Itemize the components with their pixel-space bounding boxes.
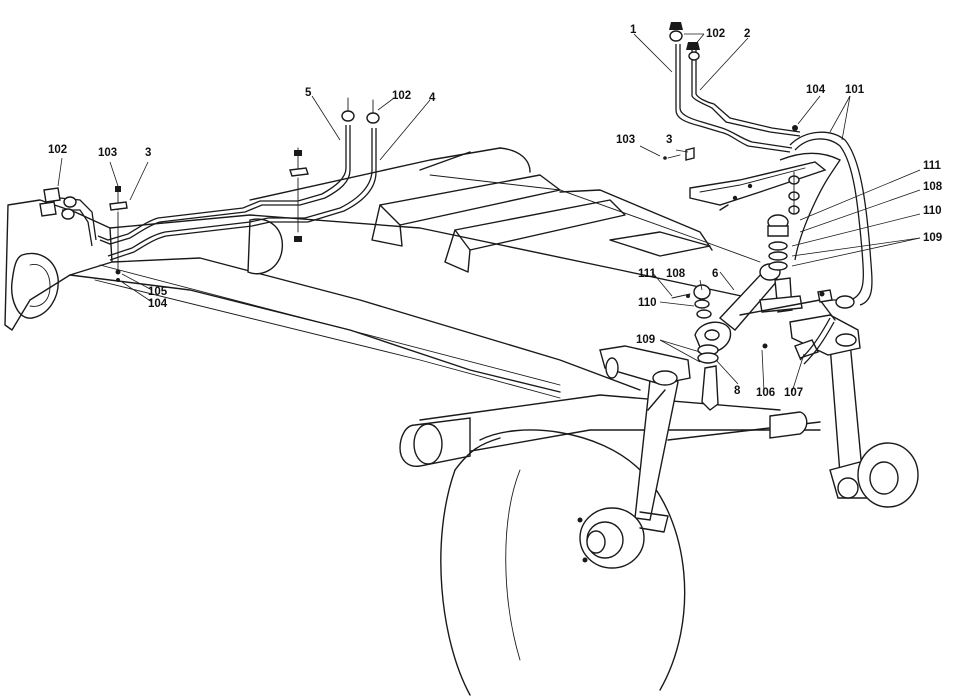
callout-102-left: 102 xyxy=(392,90,411,102)
callout-111: 111 xyxy=(923,160,942,172)
callout-3: 3 xyxy=(666,134,672,146)
callout-2: 2 xyxy=(744,28,750,40)
callout-1: 1 xyxy=(630,24,637,36)
callout-104: 104 xyxy=(806,84,826,96)
callout-108-center: 108 xyxy=(666,268,686,280)
callout-102-rear: 102 xyxy=(48,144,67,156)
callout-105: 105 xyxy=(148,286,168,298)
callout-103: 103 xyxy=(616,134,635,146)
master-cylinder-assembly xyxy=(694,263,836,411)
callout-6: 6 xyxy=(712,268,718,280)
callout-108: 108 xyxy=(923,181,943,193)
callout-110: 110 xyxy=(923,205,942,217)
callout-labels: 1 102 2 104 101 103 3 111 108 110 109 5 … xyxy=(48,24,943,399)
leader-lines xyxy=(57,33,921,393)
callout-8: 8 xyxy=(734,385,741,397)
left-strut-assembly xyxy=(577,345,691,569)
right-strut-assembly xyxy=(789,314,919,508)
callout-111-center: 111 xyxy=(638,268,657,280)
callout-106: 106 xyxy=(756,387,775,399)
callout-4: 4 xyxy=(429,92,436,104)
brake-pipe-1-2 xyxy=(663,22,827,211)
callout-102: 102 xyxy=(706,28,725,40)
callout-3-rear: 3 xyxy=(145,147,151,159)
fasteners-center xyxy=(671,284,825,349)
callout-5: 5 xyxy=(305,87,312,99)
callout-109: 109 xyxy=(923,232,942,244)
callout-104-rear: 104 xyxy=(148,298,168,310)
callout-110-center: 110 xyxy=(638,297,657,309)
brake-pipe-4-5 xyxy=(39,97,380,282)
callout-101: 101 xyxy=(845,84,865,96)
callout-109-center: 109 xyxy=(636,334,655,346)
callout-103-rear: 103 xyxy=(98,147,117,159)
callout-107: 107 xyxy=(784,387,803,399)
chassis-frame xyxy=(4,147,821,467)
brake-hose-101 xyxy=(767,131,873,365)
